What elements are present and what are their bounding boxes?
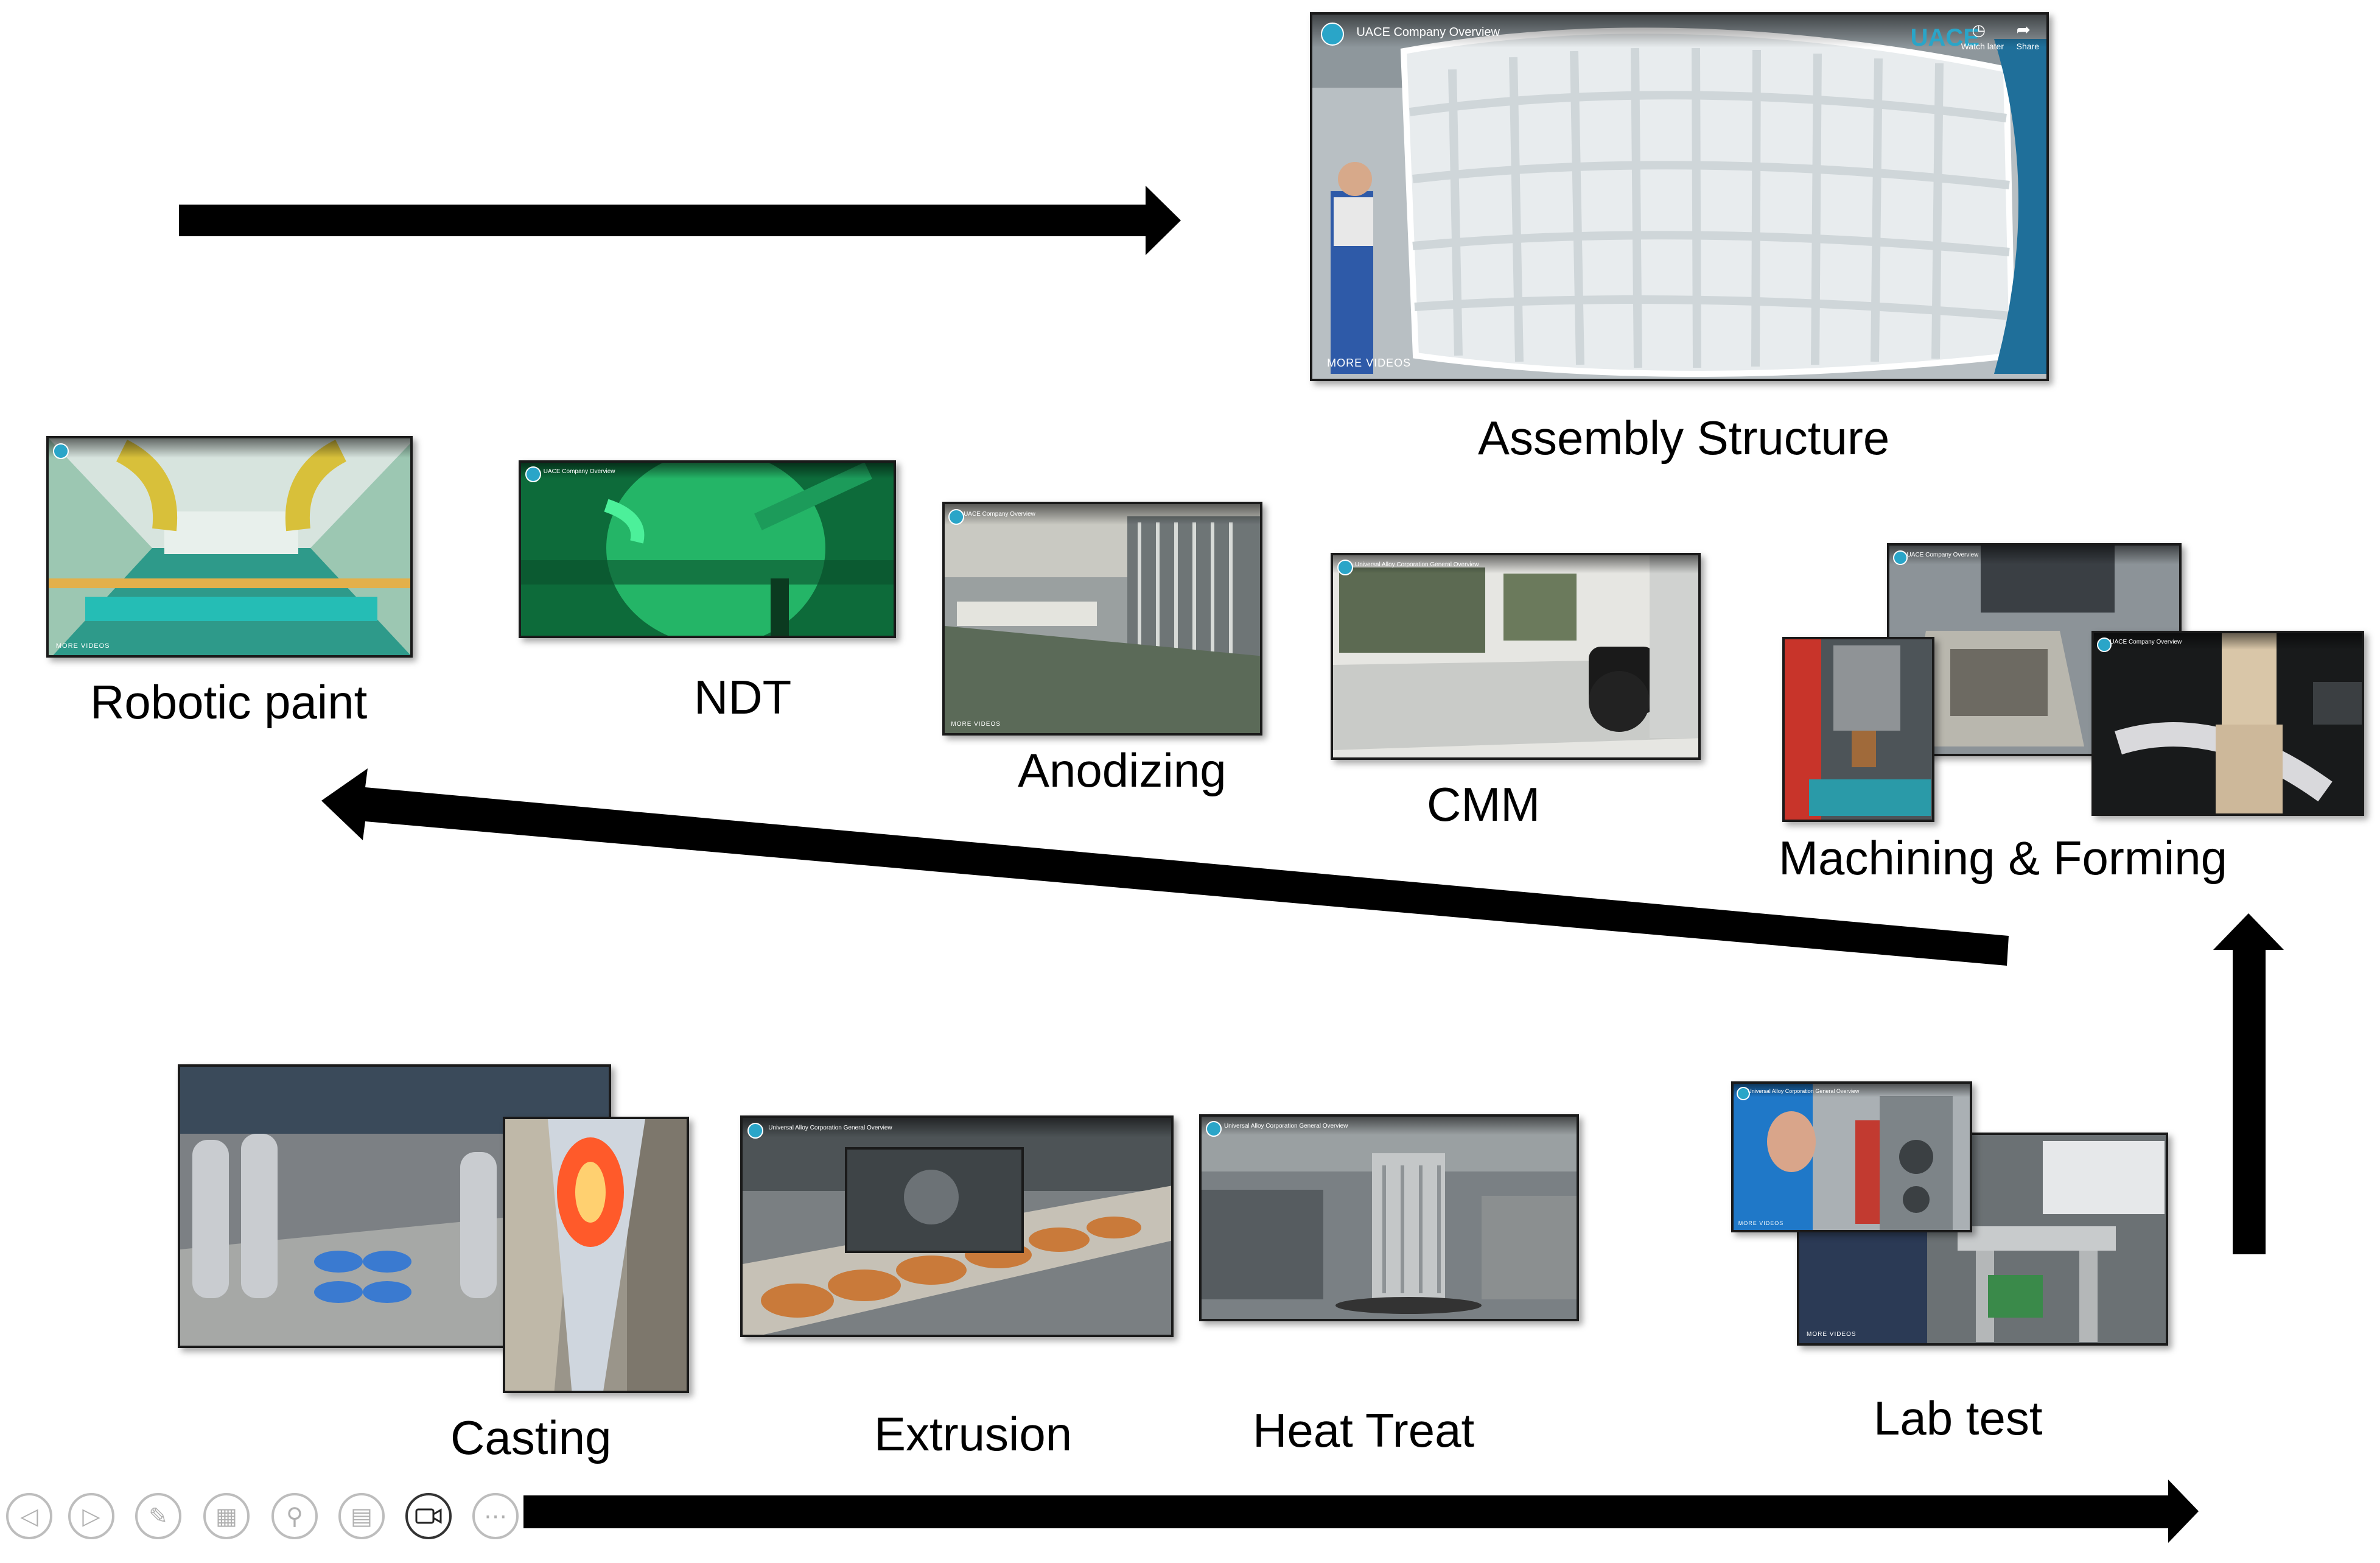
caption-robotic-paint: Robotic paint bbox=[90, 675, 368, 729]
channel-avatar[interactable] bbox=[1337, 560, 1354, 576]
share-icon[interactable]: ➦ bbox=[2016, 20, 2031, 39]
video-top-bar bbox=[1333, 555, 1698, 574]
video-top-bar bbox=[945, 504, 1260, 525]
robotic-paint-scene bbox=[49, 438, 410, 655]
channel-avatar[interactable] bbox=[1321, 23, 1345, 46]
brand-logo: UACE bbox=[1910, 24, 1979, 51]
bottom-arrow bbox=[523, 1480, 2199, 1543]
machining-right-scene bbox=[2094, 633, 2362, 813]
caption-casting: Casting bbox=[450, 1411, 612, 1464]
channel-avatar[interactable] bbox=[525, 466, 542, 483]
video-top-bar bbox=[743, 1118, 1171, 1138]
channel-avatar[interactable] bbox=[1736, 1087, 1750, 1101]
video-extrusion[interactable]: Universal Alloy Corporation General Over… bbox=[740, 1115, 1174, 1337]
next-icon[interactable]: ▷ bbox=[68, 1493, 114, 1539]
top-arrow bbox=[179, 186, 1181, 255]
middle-left-arrow bbox=[321, 768, 2009, 966]
more-videos-label[interactable]: MORE VIDEOS bbox=[1327, 357, 1412, 370]
video-title[interactable]: UACE Company Overview bbox=[2110, 638, 2182, 645]
video-title[interactable]: UACE Company Overview bbox=[964, 511, 1035, 518]
subtitles-icon[interactable]: ▤ bbox=[338, 1493, 385, 1539]
video-lab-test-left[interactable]: Universal Alloy Corporation General Over… bbox=[1731, 1081, 1972, 1232]
video-heat-treat[interactable]: Universal Alloy Corporation General Over… bbox=[1199, 1114, 1579, 1321]
camera-icon[interactable] bbox=[405, 1493, 452, 1539]
caption-assembly-structure: Assembly Structure bbox=[1478, 411, 1890, 465]
share-label[interactable]: Share bbox=[2016, 41, 2039, 51]
video-title[interactable]: UACE Company Overview bbox=[1906, 552, 1979, 559]
channel-avatar[interactable] bbox=[1206, 1121, 1222, 1137]
video-title[interactable]: UACE Company Overview bbox=[543, 468, 615, 475]
more-icon[interactable]: ⋯ bbox=[472, 1493, 519, 1539]
cmm-scene bbox=[1333, 555, 1698, 757]
channel-avatar[interactable] bbox=[948, 509, 965, 525]
watch-later-label[interactable]: Watch later bbox=[1961, 41, 2004, 51]
video-top-bar bbox=[1889, 546, 2179, 564]
lab-test-left-scene bbox=[1734, 1084, 1970, 1230]
video-top-bar bbox=[49, 438, 410, 458]
video-title[interactable]: Universal Alloy Corporation General Over… bbox=[1748, 1088, 1860, 1095]
video-top-bar bbox=[2094, 633, 2362, 650]
video-title[interactable]: Universal Alloy Corporation General Over… bbox=[768, 1124, 892, 1131]
channel-avatar[interactable] bbox=[2097, 637, 2112, 652]
more-videos-label[interactable]: MORE VIDEOS bbox=[55, 642, 110, 650]
video-ndt[interactable]: UACE Company Overview bbox=[519, 460, 896, 638]
video-top-bar bbox=[521, 463, 894, 479]
casting-detail-scene bbox=[505, 1119, 687, 1391]
slides-icon[interactable]: ▦ bbox=[203, 1493, 250, 1539]
pen-icon[interactable]: ✎ bbox=[135, 1493, 181, 1539]
clock-icon[interactable]: ◷ bbox=[1972, 21, 1986, 39]
video-top-bar bbox=[1734, 1084, 1970, 1097]
video-anodizing[interactable]: UACE Company Overview MORE VIDEOS bbox=[942, 502, 1262, 736]
video-machining-right[interactable]: UACE Company Overview bbox=[2091, 631, 2364, 816]
machining-left-scene bbox=[1785, 639, 1932, 820]
video-machining-left[interactable] bbox=[1782, 637, 1934, 822]
video-title[interactable]: Universal Alloy Corporation General Over… bbox=[1355, 561, 1479, 568]
assembly-scene bbox=[1312, 15, 2046, 379]
more-videos-label[interactable]: MORE VIDEOS bbox=[1807, 1331, 1857, 1338]
caption-anodizing: Anodizing bbox=[1018, 743, 1227, 797]
video-top-bar bbox=[1202, 1117, 1577, 1135]
caption-ndt: NDT bbox=[694, 670, 792, 724]
caption-heat-treat: Heat Treat bbox=[1253, 1403, 1475, 1457]
caption-cmm: CMM bbox=[1427, 778, 1541, 831]
extrusion-scene bbox=[743, 1118, 1171, 1335]
caption-extrusion: Extrusion bbox=[874, 1407, 1073, 1461]
channel-avatar[interactable] bbox=[747, 1122, 764, 1139]
caption-lab-test: Lab test bbox=[1874, 1391, 2043, 1445]
right-up-arrow bbox=[2213, 913, 2284, 1254]
anodizing-scene bbox=[945, 504, 1260, 733]
video-assembly-structure[interactable]: UACE Company Overview UACE Watch later S… bbox=[1310, 12, 2049, 381]
previous-icon[interactable]: ◁ bbox=[6, 1493, 52, 1539]
channel-avatar[interactable] bbox=[53, 443, 69, 459]
video-title[interactable]: UACE Company Overview bbox=[1356, 25, 1500, 39]
video-robotic-paint[interactable]: MORE VIDEOS bbox=[46, 436, 413, 658]
caption-machining-forming: Machining & Forming bbox=[1779, 831, 2227, 885]
zoom-icon[interactable]: ⚲ bbox=[271, 1493, 318, 1539]
more-videos-label[interactable]: MORE VIDEOS bbox=[951, 720, 1001, 728]
channel-avatar[interactable] bbox=[1892, 550, 1908, 565]
video-title[interactable]: Universal Alloy Corporation General Over… bbox=[1223, 1122, 1348, 1129]
more-videos-label[interactable]: MORE VIDEOS bbox=[1738, 1220, 1784, 1226]
heat-treat-scene bbox=[1202, 1117, 1577, 1319]
video-casting-detail[interactable] bbox=[503, 1117, 689, 1393]
ndt-scene bbox=[521, 463, 894, 636]
video-cmm[interactable]: Universal Alloy Corporation General Over… bbox=[1331, 553, 1701, 760]
video-top-bar bbox=[1312, 15, 2046, 47]
